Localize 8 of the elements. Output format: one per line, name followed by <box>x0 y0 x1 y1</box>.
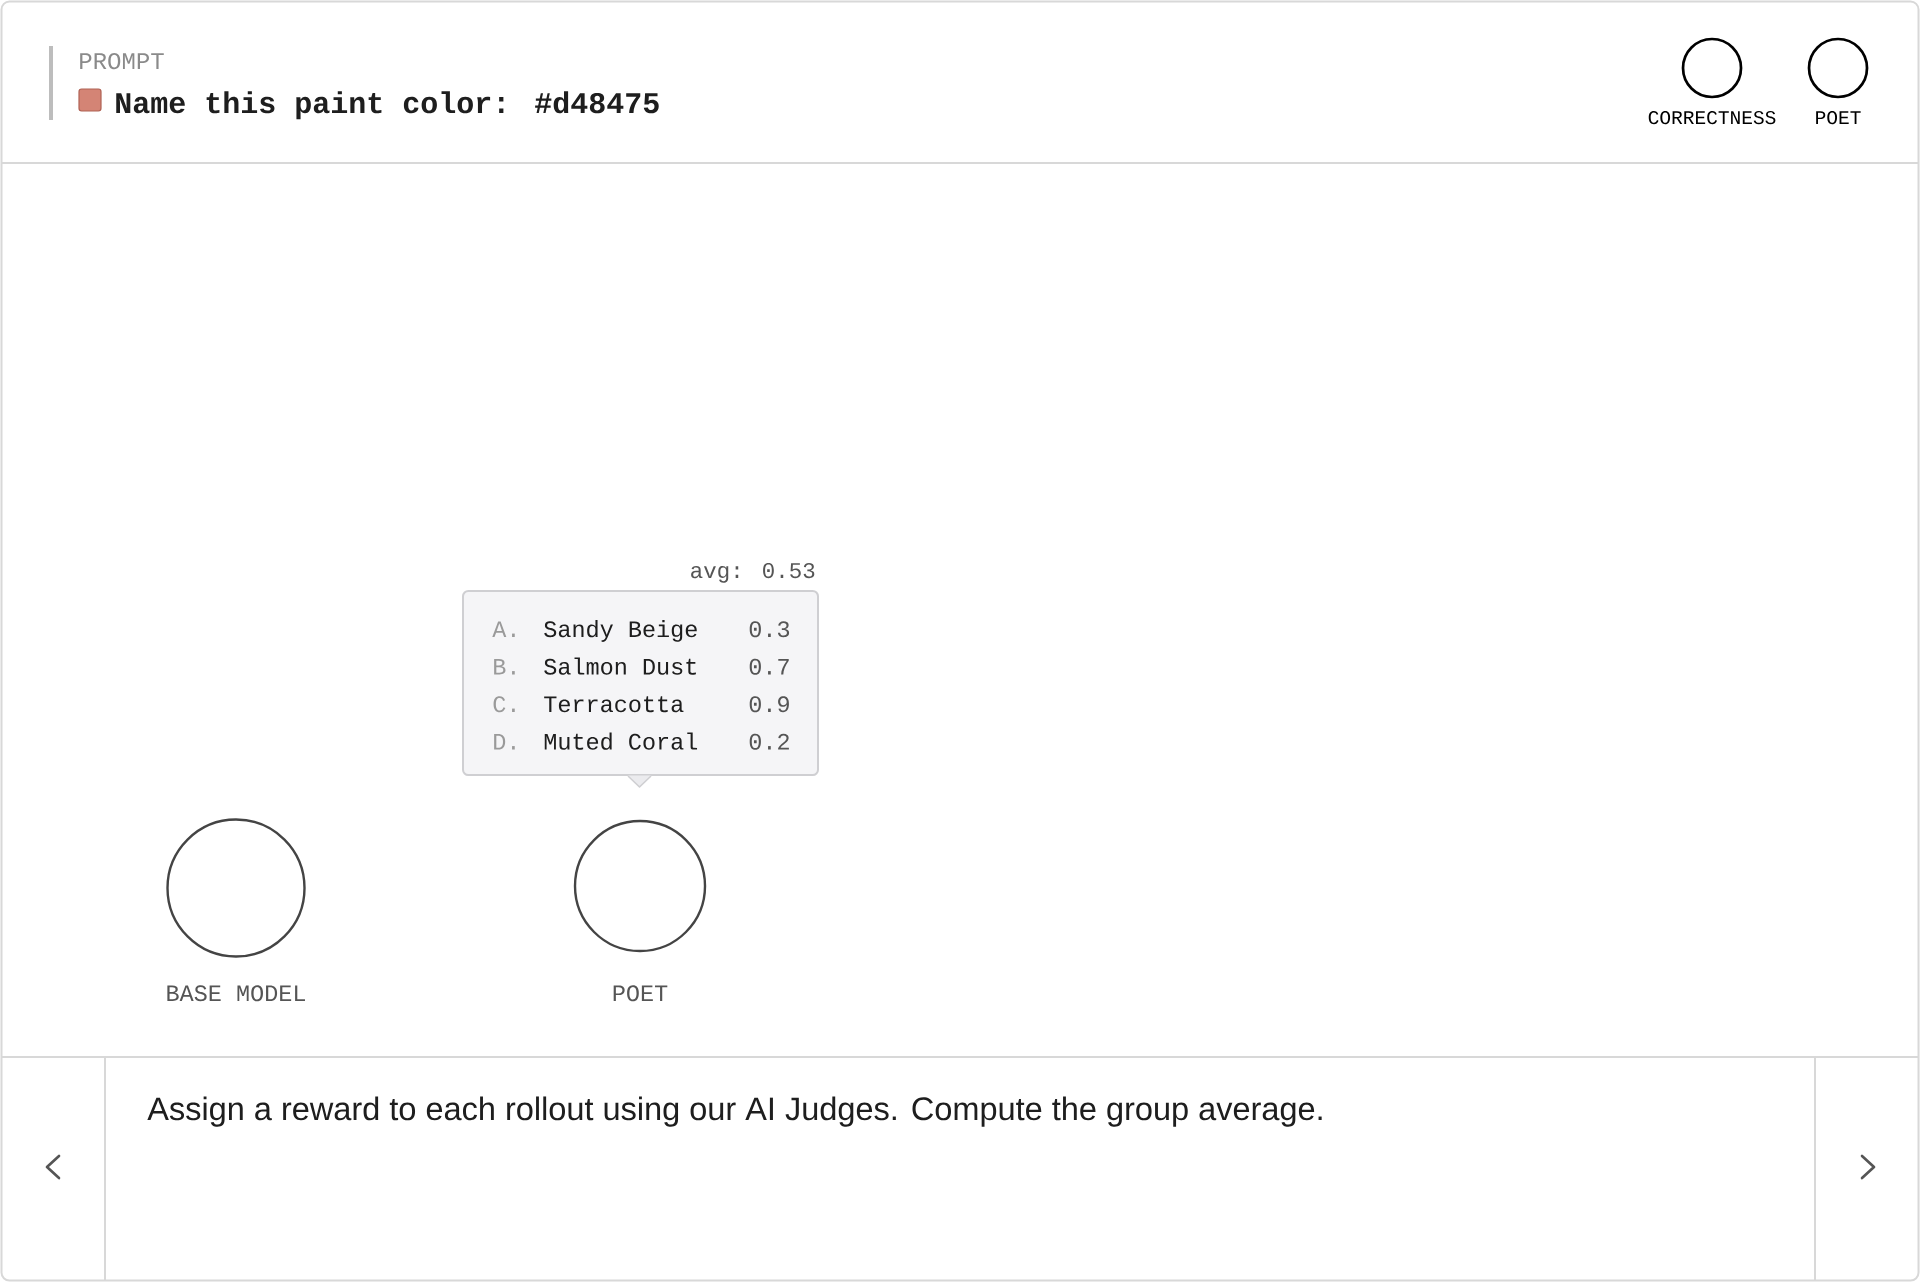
average-score: avg: 0.53 <box>691 562 815 583</box>
section-label: PROMPT <box>80 52 164 70</box>
node-label: CORRECTNESS <box>1648 111 1776 125</box>
node-label: POET <box>613 985 668 1002</box>
node-label: POET <box>1816 111 1861 125</box>
prompt-text: Name this paint color: #d48475 <box>116 91 659 120</box>
instruction-text: Assign a reward to each rollout using our AI Judges. Compute the group average. <box>147 1096 1322 1127</box>
node-label: BASE MODEL <box>167 985 305 1002</box>
